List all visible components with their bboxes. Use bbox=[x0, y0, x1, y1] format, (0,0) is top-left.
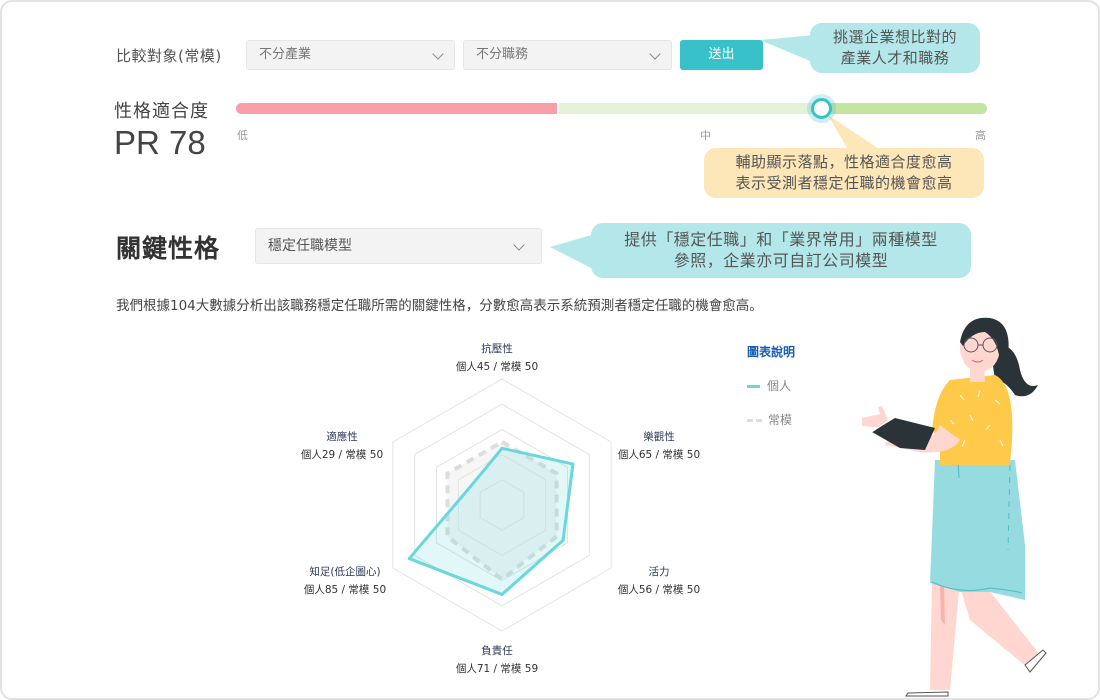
radar-axis-scores: 個人56 / 常模 50 bbox=[617, 584, 701, 596]
scale-segment-high bbox=[820, 103, 987, 114]
callout-tail bbox=[550, 234, 595, 270]
radar-grid-ring bbox=[457, 454, 547, 556]
radar-axis-scores: 個人65 / 常模 50 bbox=[617, 449, 701, 461]
compare-label: 比較對象(常模) bbox=[116, 47, 222, 65]
radar-axis-name: 負責任 bbox=[481, 645, 513, 657]
radar-axis-scores: 個人45 / 常模 50 bbox=[455, 361, 539, 373]
fit-scale-bar bbox=[236, 103, 987, 114]
callout-line: 表示受測者穩定任職的機會愈高 bbox=[735, 174, 953, 192]
radar-axis-name: 抗壓性 bbox=[481, 343, 513, 355]
callout-line: 參照，企業亦可自訂公司模型 bbox=[673, 251, 889, 270]
callout-line: 產業人才和職務 bbox=[840, 49, 950, 67]
radar-point-individual bbox=[500, 446, 504, 450]
legend-label: 常模 bbox=[768, 413, 793, 427]
legend-item-norm: 常模 bbox=[747, 411, 792, 428]
radar-axis-label: 樂觀性個人65 / 常模 50 bbox=[618, 428, 700, 464]
radar-axis-label: 知足(低企圖心) 個人85 / 常模 50 bbox=[304, 563, 386, 599]
radar-axis-scores: 個人71 / 常模 59 bbox=[455, 663, 539, 675]
radar-axis-name: 適應性 bbox=[326, 431, 358, 443]
scale-label-mid: 中 bbox=[700, 129, 711, 142]
radar-series-norm bbox=[445, 439, 559, 582]
radar-axis-label: 抗壓性個人45 / 常模 50 bbox=[456, 340, 538, 376]
fit-title: 性格適合度 bbox=[114, 101, 209, 122]
callout-line: 提供「穩定任職」和「業界常用」兩種模型 bbox=[624, 230, 938, 249]
radar-point-individual bbox=[407, 557, 411, 561]
callout-line: 挑選企業想比對的 bbox=[832, 28, 957, 46]
key-traits-title: 關鍵性格 bbox=[116, 234, 221, 263]
model-callout: 提供「穩定任職」和「業界常用」兩種模型 參照，企業亦可自訂公司模型 bbox=[591, 223, 971, 278]
radar-grid-ring bbox=[392, 378, 612, 632]
radar-axis-scores: 個人85 / 常模 50 bbox=[303, 584, 387, 596]
industry-select[interactable]: 不分產業 bbox=[246, 40, 455, 70]
callout-tail bbox=[760, 35, 815, 63]
radar-axis-label: 負責任個人71 / 常模 59 bbox=[456, 642, 538, 678]
legend-item-individual: 個人 bbox=[747, 377, 791, 394]
legend-swatch-solid bbox=[747, 385, 760, 388]
callout-tail bbox=[828, 115, 885, 153]
radar-axis-name: 知足(低企圖心) bbox=[309, 566, 381, 578]
job-select-value: 不分職務 bbox=[476, 47, 529, 62]
scale-label-high: 高 bbox=[975, 129, 986, 142]
compare-callout: 挑選企業想比對的 產業人才和職務 bbox=[810, 23, 980, 73]
radar-axis-name: 樂觀性 bbox=[643, 431, 675, 443]
job-select[interactable]: 不分職務 bbox=[463, 40, 672, 70]
scale-label-low: 低 bbox=[237, 129, 248, 142]
radar-grid-ring bbox=[479, 479, 525, 531]
radar-point-individual bbox=[571, 462, 575, 466]
submit-button[interactable]: 送出 bbox=[680, 40, 763, 70]
radar-axis-label: 適應性個人29 / 常模 50 bbox=[301, 428, 383, 464]
model-select-value: 穩定任職模型 bbox=[268, 238, 352, 254]
fit-marker[interactable] bbox=[810, 98, 832, 119]
legend-swatch-dashed bbox=[747, 419, 763, 422]
radar-axis-scores: 個人29 / 常模 50 bbox=[300, 449, 384, 461]
radar-point-individual bbox=[468, 485, 472, 489]
callout-line: 輔助顯示落點，性格適合度愈高 bbox=[735, 153, 953, 171]
radar-point-individual bbox=[500, 592, 504, 596]
radar-grid-ring bbox=[414, 403, 590, 607]
radar-axis-name: 活力 bbox=[648, 566, 670, 578]
fit-callout: 輔助顯示落點，性格適合度愈高 表示受測者穩定任職的機會愈高 bbox=[704, 148, 984, 198]
key-traits-description: 我們根據104大數據分析出該職務穩定任職所需的關鍵性格，分數愈高表示系統預測者穩… bbox=[116, 298, 763, 314]
radar-series-individual bbox=[407, 446, 575, 596]
pr-value: PR 78 bbox=[114, 124, 206, 161]
model-select[interactable]: 穩定任職模型 bbox=[255, 228, 542, 264]
radar-axis-label: 活力個人56 / 常模 50 bbox=[618, 563, 700, 599]
legend-label: 個人 bbox=[767, 379, 792, 393]
scale-segment-mid bbox=[559, 103, 820, 114]
industry-select-value: 不分產業 bbox=[259, 47, 312, 62]
scale-segment-low bbox=[236, 103, 557, 114]
radar-point-individual bbox=[561, 538, 565, 542]
legend-title: 圖表說明 bbox=[747, 345, 796, 359]
woman-holding-book-illustration bbox=[862, 317, 1047, 697]
radar-grid-ring bbox=[436, 428, 568, 582]
